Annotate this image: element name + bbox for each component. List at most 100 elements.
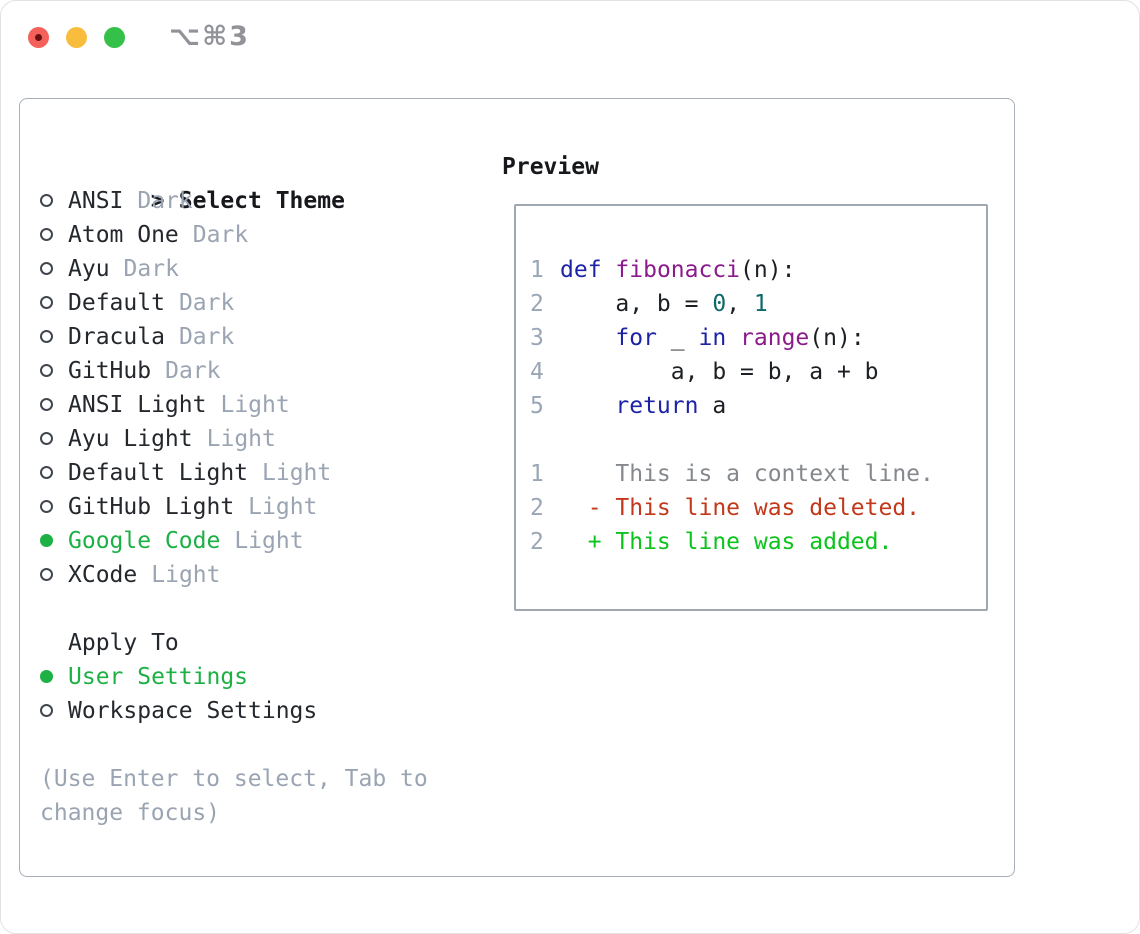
minimize-button-icon[interactable]	[66, 27, 87, 48]
theme-item-atom-one-dark[interactable]: Atom One Dark	[40, 218, 428, 252]
code-token-plain: ,	[726, 291, 754, 317]
radio-unselected-icon	[40, 228, 53, 241]
radio-selected-icon	[40, 670, 53, 683]
close-button-icon[interactable]	[28, 27, 49, 48]
theme-item-default-light-light[interactable]: Default Light Light	[40, 456, 428, 490]
code-token-fn: fibonacci	[615, 257, 741, 283]
code-token-fn: range	[740, 325, 810, 351]
radio-unselected-icon	[40, 500, 53, 513]
diff-line-added: 2 + This line was added.	[530, 525, 976, 559]
line-number: 1	[530, 461, 544, 487]
code-token-plain	[602, 257, 616, 283]
diff-text: + This line was added.	[560, 529, 893, 555]
diff-text: - This line was deleted.	[560, 495, 921, 521]
code-line: 5 return a	[530, 389, 976, 423]
line-number: 2	[530, 291, 544, 317]
spacer	[530, 423, 976, 457]
theme-name: Default	[68, 290, 165, 316]
code-token-plain: (n):	[740, 257, 796, 283]
theme-name: GitHub	[68, 358, 152, 384]
radio-unselected-icon	[40, 364, 53, 377]
line-number: 4	[530, 359, 544, 385]
theme-variant: Dark	[165, 358, 221, 384]
theme-variant: Dark	[178, 290, 235, 316]
theme-item-default-dark[interactable]: Default Dark	[40, 286, 428, 320]
code-token-kw: def	[560, 257, 602, 283]
preview-title: Preview	[502, 154, 599, 180]
line-number: 2	[530, 495, 544, 521]
zoom-button-icon[interactable]	[104, 27, 125, 48]
theme-name: XCode	[68, 562, 138, 588]
radio-unselected-icon	[40, 194, 53, 207]
theme-variant: Dark	[123, 256, 179, 282]
focus-caret-icon: >	[150, 188, 165, 214]
line-number: 1	[530, 257, 544, 283]
line-number: 5	[530, 393, 544, 419]
radio-unselected-icon	[40, 568, 53, 581]
apply-option-user-settings[interactable]: User Settings	[40, 660, 428, 694]
theme-item-dracula-dark[interactable]: Dracula Dark	[40, 320, 428, 354]
code-token-kw: for	[615, 325, 657, 351]
theme-variant: Light	[234, 528, 304, 554]
radio-unselected-icon	[40, 432, 53, 445]
code-token-plain	[560, 325, 615, 351]
apply-option-label: Workspace Settings	[68, 698, 318, 724]
hint-text-line-1: (Use Enter to select, Tab to	[40, 766, 428, 792]
keyboard-shortcut-label: ⌥⌘3	[169, 21, 250, 52]
code-token-lit: 0	[712, 291, 727, 317]
diff-line-context: 1 This is a context line.	[530, 457, 976, 491]
window-titlebar: ⌥⌘3	[1, 1, 1139, 75]
theme-variant: Light	[206, 426, 276, 452]
theme-name: GitHub Light	[68, 494, 235, 520]
diff-text: This is a context line.	[560, 461, 934, 487]
theme-item-github-dark[interactable]: GitHub Dark	[40, 354, 428, 388]
apply-option-workspace-settings[interactable]: Workspace Settings	[40, 694, 428, 728]
code-token-plain: a, b = b, a + b	[560, 359, 879, 385]
spacer	[40, 592, 428, 626]
radio-unselected-icon	[40, 330, 53, 343]
code-line: 1 def fibonacci(n):	[530, 253, 976, 287]
hint-text-line-2: change focus)	[40, 800, 221, 826]
radio-unselected-icon	[40, 704, 53, 717]
theme-variant: Light	[262, 460, 332, 486]
diff-line-deleted: 2 - This line was deleted.	[530, 491, 976, 525]
code-token-plain: _	[656, 325, 699, 351]
code-line: 2 a, b = 0, 1	[530, 287, 976, 321]
line-number: 2	[530, 529, 544, 555]
theme-variant: Light	[220, 392, 290, 418]
theme-name: ANSI Light	[68, 392, 207, 418]
code-token-kw: return	[615, 393, 699, 419]
radio-unselected-icon	[40, 398, 53, 411]
code-token-lit: 1	[753, 291, 768, 317]
traffic-lights	[28, 27, 125, 48]
theme-name: Default Light	[68, 460, 249, 486]
theme-item-ansi-light-light[interactable]: ANSI Light Light	[40, 388, 428, 422]
spacer	[40, 728, 428, 762]
code-token-plain	[726, 325, 740, 351]
radio-unselected-icon	[40, 296, 53, 309]
theme-name: Atom One	[68, 222, 179, 248]
apply-option-label: User Settings	[68, 664, 249, 690]
theme-name: ANSI	[68, 188, 124, 214]
theme-variant: Dark	[192, 222, 249, 248]
code-token-kw: in	[698, 325, 727, 351]
theme-variant: Dark	[178, 324, 235, 350]
radio-selected-icon	[40, 534, 53, 547]
code-line: 3 for _ in range(n):	[530, 321, 976, 355]
select-theme-header: >Select Theme	[40, 150, 428, 214]
line-number: 3	[530, 325, 544, 351]
theme-name: Dracula	[68, 324, 165, 350]
